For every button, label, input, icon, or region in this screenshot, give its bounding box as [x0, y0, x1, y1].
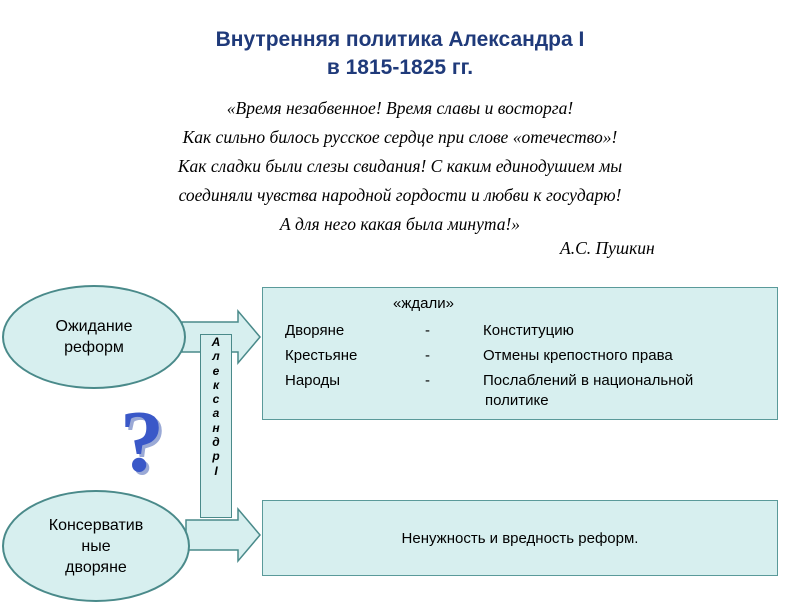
vertical-letter: р: [212, 449, 220, 464]
expectations-box: «ждали» Дворяне - Конституцию Крестьяне …: [262, 287, 778, 420]
vertical-letter: I: [214, 463, 218, 478]
row-who: Дворяне: [285, 322, 345, 339]
row-dash: -: [425, 322, 430, 339]
expectations-heading: «ждали»: [393, 295, 454, 312]
row-continuation: политике: [485, 392, 549, 409]
reform-harm-box: Ненужность и вредность реформ.: [262, 500, 778, 576]
row-dash: -: [425, 372, 430, 389]
vertical-letter: н: [212, 420, 220, 435]
vertical-letter: л: [212, 349, 220, 364]
quote-line-4: соединяли чувства народной гордости и лю…: [178, 185, 622, 205]
row-what: Послаблений в национальной: [483, 372, 694, 389]
quote-line-5: А для него какая была минута!»: [279, 214, 521, 234]
row-who: Народы: [285, 372, 341, 389]
oval-bottom-line-3: дворяне: [65, 558, 127, 576]
oval-reform-expectation: Ожидание реформ: [2, 285, 186, 389]
vertical-letter: к: [212, 377, 220, 392]
oval-bottom-line-1: Консерватив: [48, 516, 144, 534]
vertical-letter: с: [212, 392, 220, 407]
vertical-letter: а: [212, 406, 220, 421]
vertical-letter: е: [212, 363, 220, 378]
quote-line-1: «Время незабвенное! Время славы и востор…: [226, 98, 574, 118]
oval-top-line-2: реформ: [64, 339, 124, 356]
alexander-vertical-bar: А л е к с а н д р I: [200, 334, 232, 518]
oval-bottom-line-2: ные: [81, 537, 111, 555]
row-what: Конституцию: [483, 322, 574, 339]
oval-conservative-nobles: Консерватив ные дворяне: [2, 490, 190, 602]
title-line-2: в 1815-1825 гг.: [326, 56, 474, 79]
reform-harm-text: Ненужность и вредность реформ.: [401, 529, 639, 547]
title-line-1: Внутренняя политика Александра I: [215, 28, 585, 51]
quote-author: А.С. Пушкин: [560, 238, 655, 258]
vertical-letter: А: [211, 335, 221, 349]
quote-line-2: Как сильно билось русское сердце при сло…: [182, 127, 618, 147]
row-what: Отмены крепостного права: [483, 347, 673, 364]
quote-line-3: Как сладки были слезы свидания! С каким …: [177, 156, 623, 176]
row-dash: -: [425, 347, 430, 364]
vertical-letter: д: [212, 435, 220, 450]
slide-title: Внутренняя политика Александра I в 1815-…: [0, 26, 800, 82]
arrow-bottom: [185, 506, 261, 564]
row-who: Крестьяне: [285, 347, 358, 364]
quote-block: «Время незабвенное! Время славы и востор…: [90, 94, 710, 239]
question-mark-icon: ?: [120, 394, 164, 491]
oval-top-line-1: Ожидание: [55, 318, 133, 335]
